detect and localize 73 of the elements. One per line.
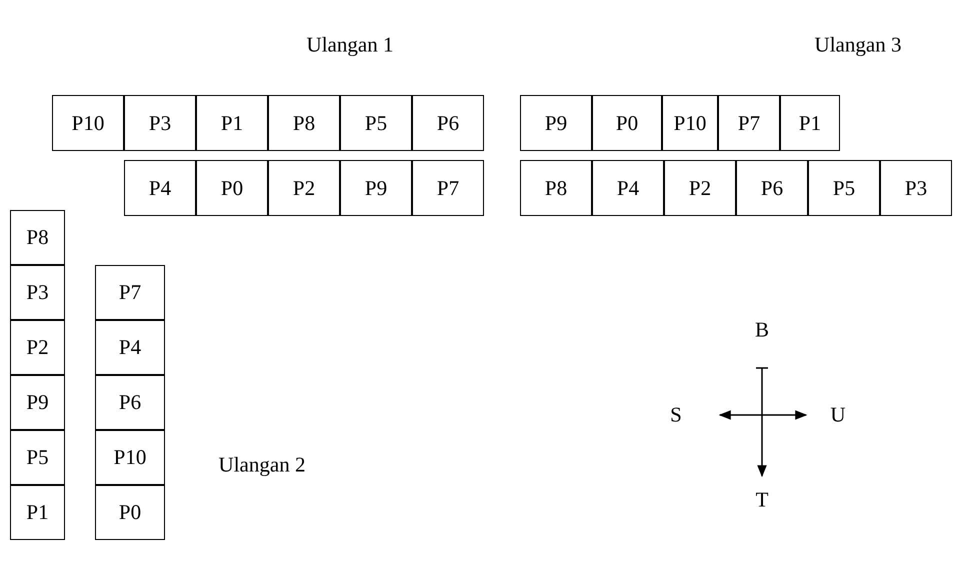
plot-cell [10, 265, 65, 320]
plot-label: P8 [292, 110, 316, 136]
plot-cell [880, 160, 952, 216]
plot-label: P4 [616, 176, 640, 200]
compass-label: T [756, 488, 768, 512]
replicate-label: Ulangan 1 [306, 32, 394, 58]
plot-cell [780, 95, 840, 151]
plot-label: P8 [26, 225, 49, 250]
plot-label: P2 [292, 176, 316, 200]
plot-cell [736, 160, 808, 216]
plot-cell [268, 95, 340, 151]
plot-cell [124, 160, 196, 216]
plot-label: P9 [544, 110, 568, 136]
plot-cell [592, 95, 662, 151]
plot-cell [10, 375, 65, 430]
plot-cell [718, 95, 780, 151]
plot-cell [520, 95, 592, 151]
plot-cell [662, 95, 718, 151]
plot-label: P7 [118, 280, 142, 305]
plot-label: P3 [26, 280, 49, 305]
plot-cell [520, 160, 592, 216]
plot-cell [412, 95, 484, 151]
compass-label: S [670, 402, 682, 428]
compass-label: B [755, 318, 769, 342]
plot-label: P10 [72, 110, 104, 136]
plot-label: P7 [738, 110, 760, 136]
plot-cell [10, 320, 65, 375]
plot-label: P0 [616, 110, 638, 136]
plot-cell [10, 485, 65, 540]
plot-label: P9 [26, 390, 49, 415]
plot-label: P3 [904, 176, 928, 200]
plot-label: P9 [364, 176, 388, 200]
plot-cell [340, 160, 412, 216]
plot-label: P5 [832, 176, 856, 200]
plot-cell [124, 95, 196, 151]
plot-cell [52, 95, 124, 151]
plot-label: P10 [674, 110, 706, 136]
plot-label: P7 [436, 176, 460, 200]
plot-label: P3 [148, 110, 172, 136]
plot-cell [340, 95, 412, 151]
plot-cell [95, 265, 165, 320]
plot-label: P0 [220, 176, 244, 200]
plot-label: P1 [26, 500, 49, 525]
plot-cell [196, 95, 268, 151]
plot-cell [196, 160, 268, 216]
plot-cell [10, 210, 65, 265]
plot-label: P0 [118, 500, 142, 525]
replicate-label: Ulangan 3 [814, 32, 902, 58]
plot-cell [95, 320, 165, 375]
plot-label: P2 [688, 176, 712, 200]
plot-label: P1 [798, 110, 822, 136]
plot-cell [95, 485, 165, 540]
plot-label: P8 [544, 176, 568, 200]
plot-cell [10, 430, 65, 485]
plot-label: P4 [118, 335, 142, 360]
plot-cell [592, 160, 664, 216]
plot-label: P4 [148, 176, 172, 200]
plot-label: P2 [26, 335, 49, 360]
replicate-label: Ulangan 2 [218, 452, 306, 478]
plot-cell [412, 160, 484, 216]
plot-label: P6 [760, 176, 784, 200]
plot-cell [268, 160, 340, 216]
plot-label: P6 [118, 390, 142, 415]
compass-label: U [830, 402, 846, 428]
plot-label: P6 [436, 110, 460, 136]
plot-label: P10 [114, 445, 146, 470]
plot-label: P5 [26, 445, 49, 470]
plot-label: P5 [364, 110, 388, 136]
plot-cell [808, 160, 880, 216]
plot-cell [664, 160, 736, 216]
plot-cell [95, 430, 165, 485]
plot-cell [95, 375, 165, 430]
plot-label: P1 [220, 110, 244, 136]
